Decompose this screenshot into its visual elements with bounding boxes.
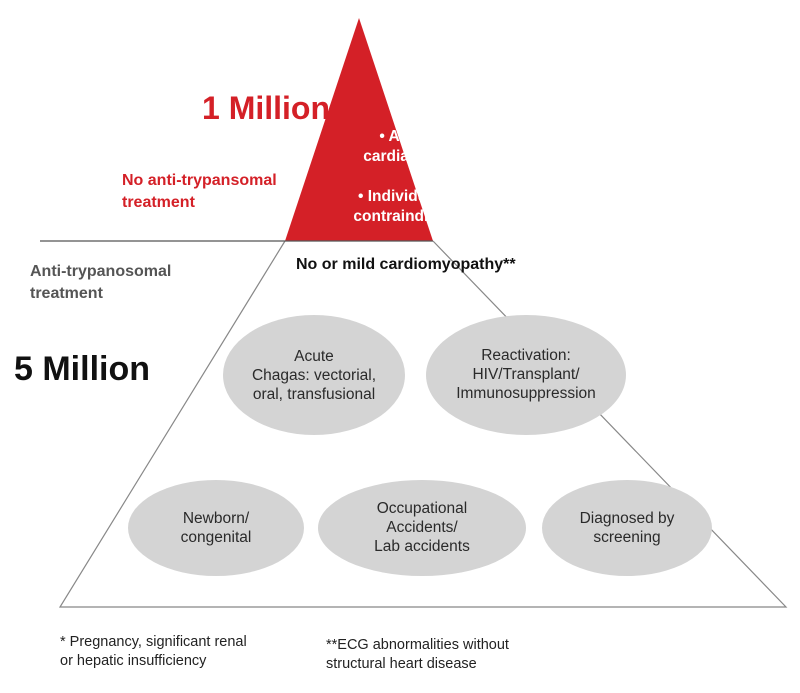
- group-line: Diagnosed by: [579, 510, 675, 527]
- top-tier-label-line1: No anti-trypansomal: [122, 172, 277, 189]
- group-line: oral, transfusional: [252, 386, 376, 403]
- top-bullet-line: • Advanced: [379, 128, 463, 145]
- footnote-line: structural heart disease: [326, 656, 477, 672]
- bottom-tier-label-line1: Anti-trypanosomal: [30, 263, 172, 280]
- oval-occupational: [318, 480, 526, 576]
- footnote-double-asterisk: **ECG abnormalities without structural h…: [326, 636, 509, 674]
- bottom-tier-figure: 5 Million: [14, 350, 150, 388]
- group-screening: Diagnosed by screening: [552, 509, 702, 547]
- oval-newborn: [128, 480, 304, 576]
- top-tier-label: No anti-trypansomal treatment: [122, 170, 277, 214]
- group-line: HIV/Transplant/: [472, 366, 580, 383]
- top-tier-label-line2: treatment: [122, 194, 195, 211]
- group-line: Occupational: [376, 500, 468, 517]
- oval-screening: [542, 480, 712, 576]
- bottom-tier-heading: No or mild cardiomyopathy**: [296, 256, 516, 273]
- top-tier-triangle: [285, 18, 433, 241]
- top-bullet-line: • Individuals with: [358, 188, 484, 205]
- top-bullet-line: cardiac disease: [363, 148, 479, 165]
- group-line: Chagas: vectorial,: [251, 367, 377, 384]
- bottom-tier-outline: [58, 240, 788, 608]
- bottom-tier-label: Anti-trypanosomal treatment: [30, 261, 171, 305]
- group-line: Reactivation:: [481, 347, 571, 364]
- top-tier-figure: 1 Million: [202, 90, 330, 126]
- group-acute: Acute Chagas: vectorial, oral, transfusi…: [234, 347, 394, 404]
- bottom-tier-label-line2: treatment: [30, 285, 103, 302]
- group-line: screening: [593, 529, 661, 546]
- group-line: congenital: [180, 529, 252, 546]
- footnote-line: * Pregnancy, significant renal: [60, 634, 247, 650]
- top-bullet-advanced: • Advanced cardiac disease: [301, 127, 541, 167]
- group-newborn: Newborn/ congenital: [141, 509, 291, 547]
- top-bullet-contraindications: • Individuals with contraindications*: [301, 187, 541, 227]
- group-line: Lab accidents: [374, 538, 470, 555]
- footnote-line: **ECG abnormalities without: [326, 637, 509, 653]
- group-line: Newborn/: [182, 510, 250, 527]
- group-line: Immunosuppression: [456, 385, 596, 402]
- oval-acute: [223, 315, 405, 435]
- group-occupational: Occupational Accidents/ Lab accidents: [342, 499, 502, 556]
- top-bullet-elderly: • Elderly: [301, 89, 541, 109]
- footnote-line: or hepatic insufficiency: [60, 653, 207, 669]
- footnote-single-asterisk: * Pregnancy, significant renal or hepati…: [60, 633, 247, 671]
- group-line: Accidents/: [386, 519, 458, 536]
- top-bullet-line: • Elderly: [390, 90, 452, 107]
- group-line: Acute: [294, 348, 334, 365]
- top-bullet-line: contraindications*: [353, 208, 489, 225]
- oval-reactivation: [426, 315, 626, 435]
- group-reactivation: Reactivation: HIV/Transplant/ Immunosupp…: [436, 346, 616, 403]
